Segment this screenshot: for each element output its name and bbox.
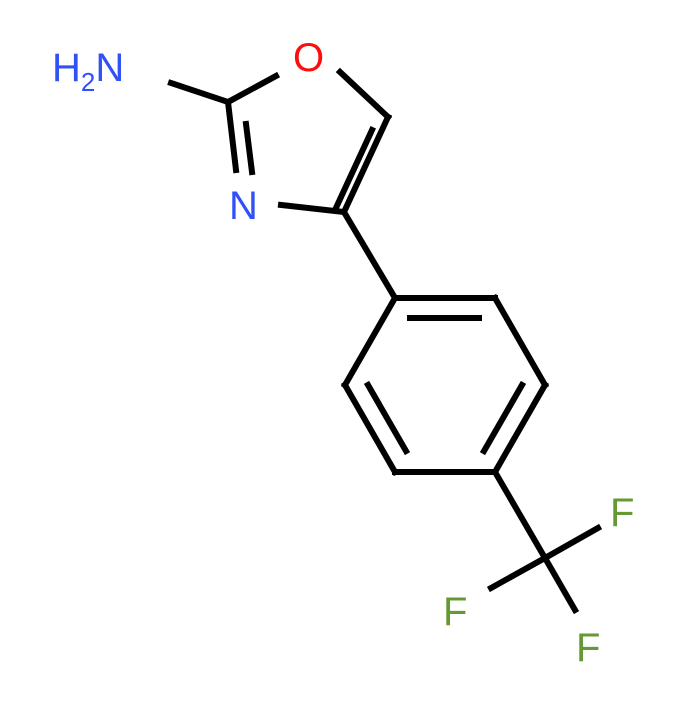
bond-ph6-ph1 (340, 293, 400, 390)
bond-phenyl-cf3 (490, 467, 550, 563)
fluorine-label-3: F (576, 626, 600, 670)
bond-ph5-ph6 (340, 380, 400, 477)
bond-ph5-ph6-inner (363, 380, 411, 456)
bond-c4-n3 (277, 201, 348, 216)
amine-label-h: H (52, 46, 81, 90)
bond-ph3-ph4-inner (479, 380, 527, 456)
bond-n3-c2-double (242, 120, 256, 176)
bond-ph3-ph4 (490, 380, 550, 477)
ring-nitrogen-label: N (229, 184, 258, 228)
bond-o1-c5 (335, 67, 393, 122)
fluorine-label-2: F (443, 590, 467, 634)
amine-label: H2N (52, 46, 124, 97)
bond-n3-c2 (224, 98, 240, 174)
bond-ph2-ph3 (490, 293, 550, 390)
bond-c-f2 (486, 553, 550, 593)
amine-label-subscript: 2 (81, 67, 95, 97)
bond-c4-phenyl (339, 207, 400, 303)
bond-c2-o1 (223, 71, 281, 107)
bond-c-f3 (540, 553, 580, 615)
fluorine-label-1: F (610, 491, 634, 535)
amine-label-n: N (95, 46, 124, 90)
bond-c-f1 (540, 523, 603, 563)
bond-c5-c4 (340, 113, 392, 216)
oxygen-label: O (293, 36, 324, 80)
bond-c2-nh2 (167, 79, 232, 106)
bond-c5-c4-double (331, 126, 376, 214)
